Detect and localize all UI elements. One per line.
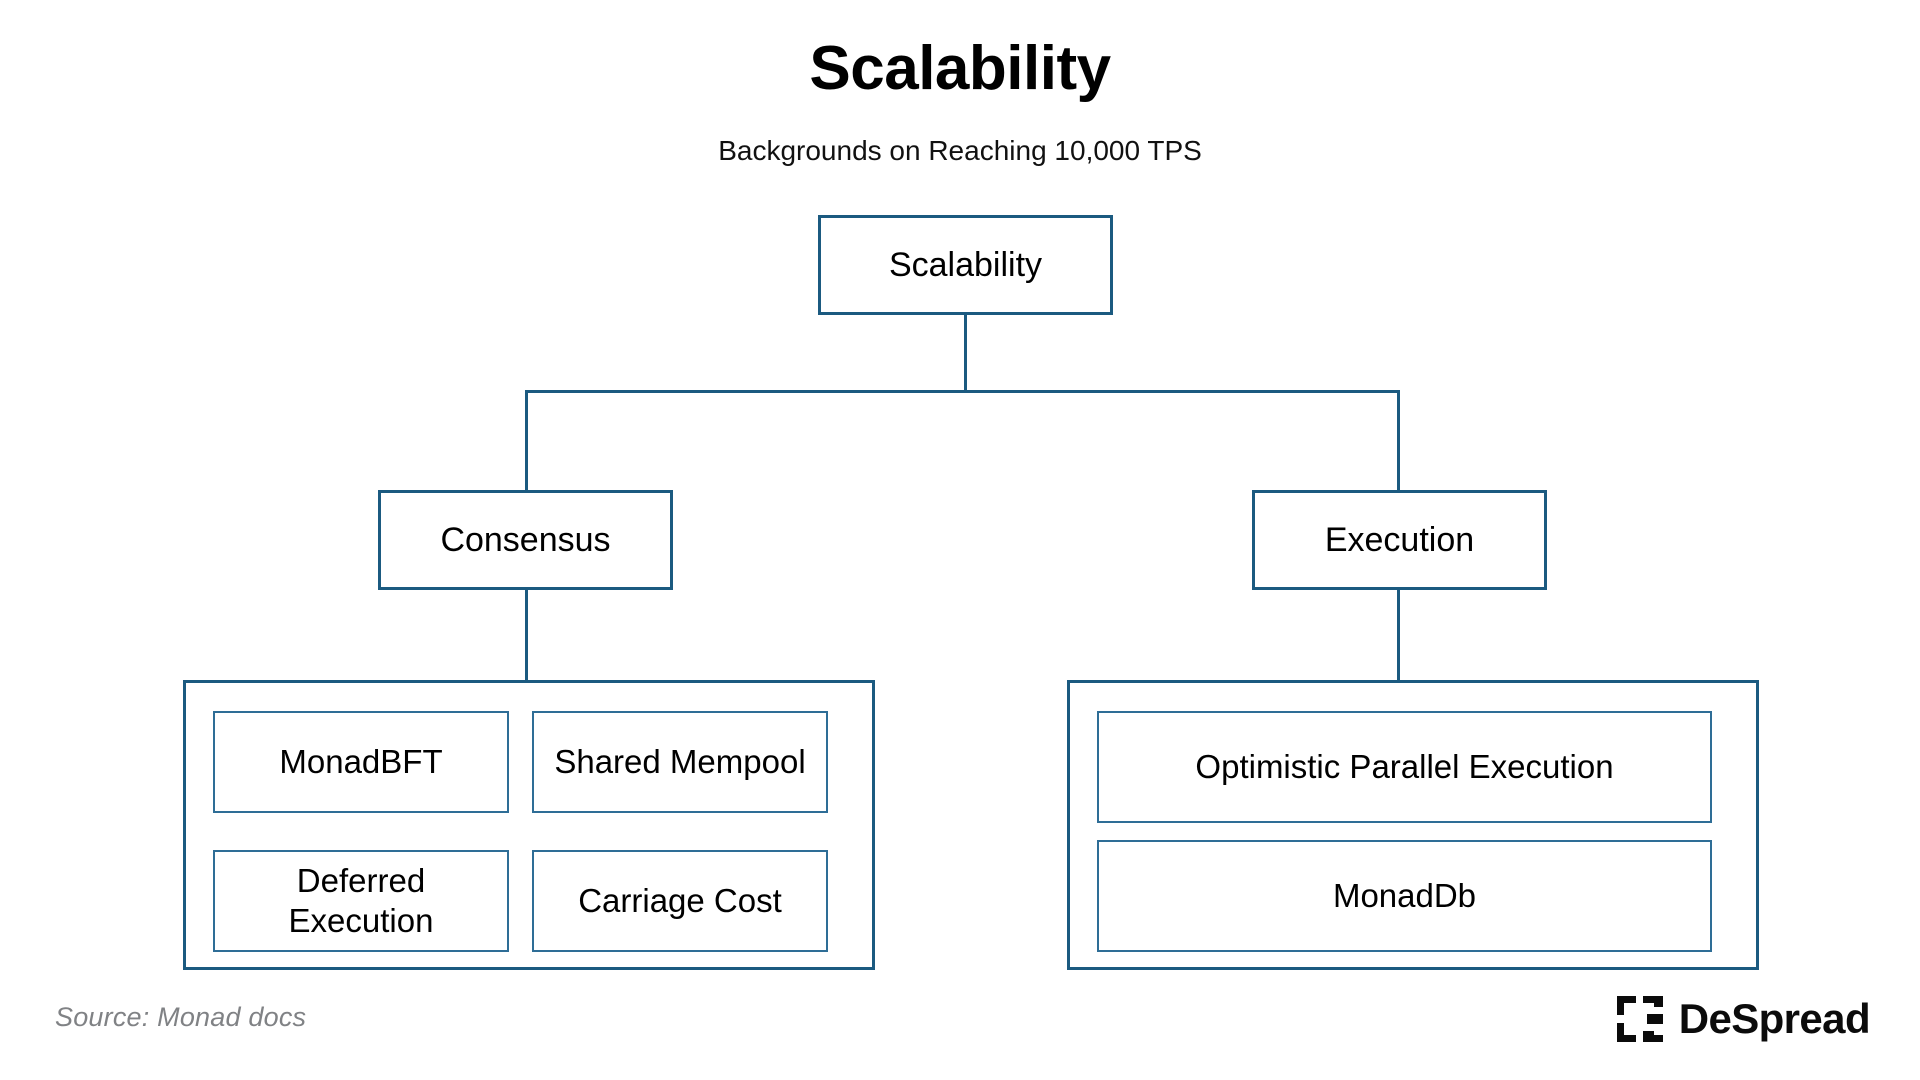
node-consensus[interactable]: Consensus <box>378 490 673 590</box>
source-caption: Source: Monad docs <box>55 1002 307 1032</box>
leaf-monadbft[interactable]: MonadBFT <box>213 711 509 813</box>
page-title: Scalability <box>809 34 1111 103</box>
page-subtitle: Backgrounds on Reaching 10,000 TPS <box>718 135 1202 166</box>
node-consensus-label: Consensus <box>440 520 611 559</box>
leaf-shared-mempool[interactable]: Shared Mempool <box>532 711 828 813</box>
leaf-carriage-cost-label: Carriage Cost <box>578 882 782 920</box>
leaf-monaddb[interactable]: MonadDb <box>1097 840 1712 952</box>
group-execution-children: Optimistic Parallel Execution MonadDb <box>1067 680 1759 970</box>
despread-bracket-logo-icon <box>1616 996 1663 1042</box>
brand-lockup: DeSpread <box>1616 995 1871 1043</box>
leaf-carriage-cost[interactable]: Carriage Cost <box>532 850 828 952</box>
group-consensus-children: MonadBFT Shared Mempool Deferred Executi… <box>183 680 875 970</box>
node-execution-label: Execution <box>1324 520 1475 559</box>
leaf-monaddb-label: MonadDb <box>1332 877 1477 915</box>
node-root[interactable]: Scalability <box>818 215 1113 315</box>
leaf-shared-mempool-label: Shared Mempool <box>554 743 806 781</box>
leaf-monadbft-label: MonadBFT <box>279 743 443 781</box>
leaf-deferred-execution-label: Deferred Execution <box>288 862 434 939</box>
leaf-optimistic-parallel-execution-label: Optimistic Parallel Execution <box>1195 748 1614 786</box>
leaf-deferred-execution[interactable]: Deferred Execution <box>213 850 509 952</box>
node-root-label: Scalability <box>888 245 1043 284</box>
leaf-optimistic-parallel-execution[interactable]: Optimistic Parallel Execution <box>1097 711 1712 823</box>
node-execution[interactable]: Execution <box>1252 490 1547 590</box>
brand-name: DeSpread <box>1678 995 1871 1042</box>
